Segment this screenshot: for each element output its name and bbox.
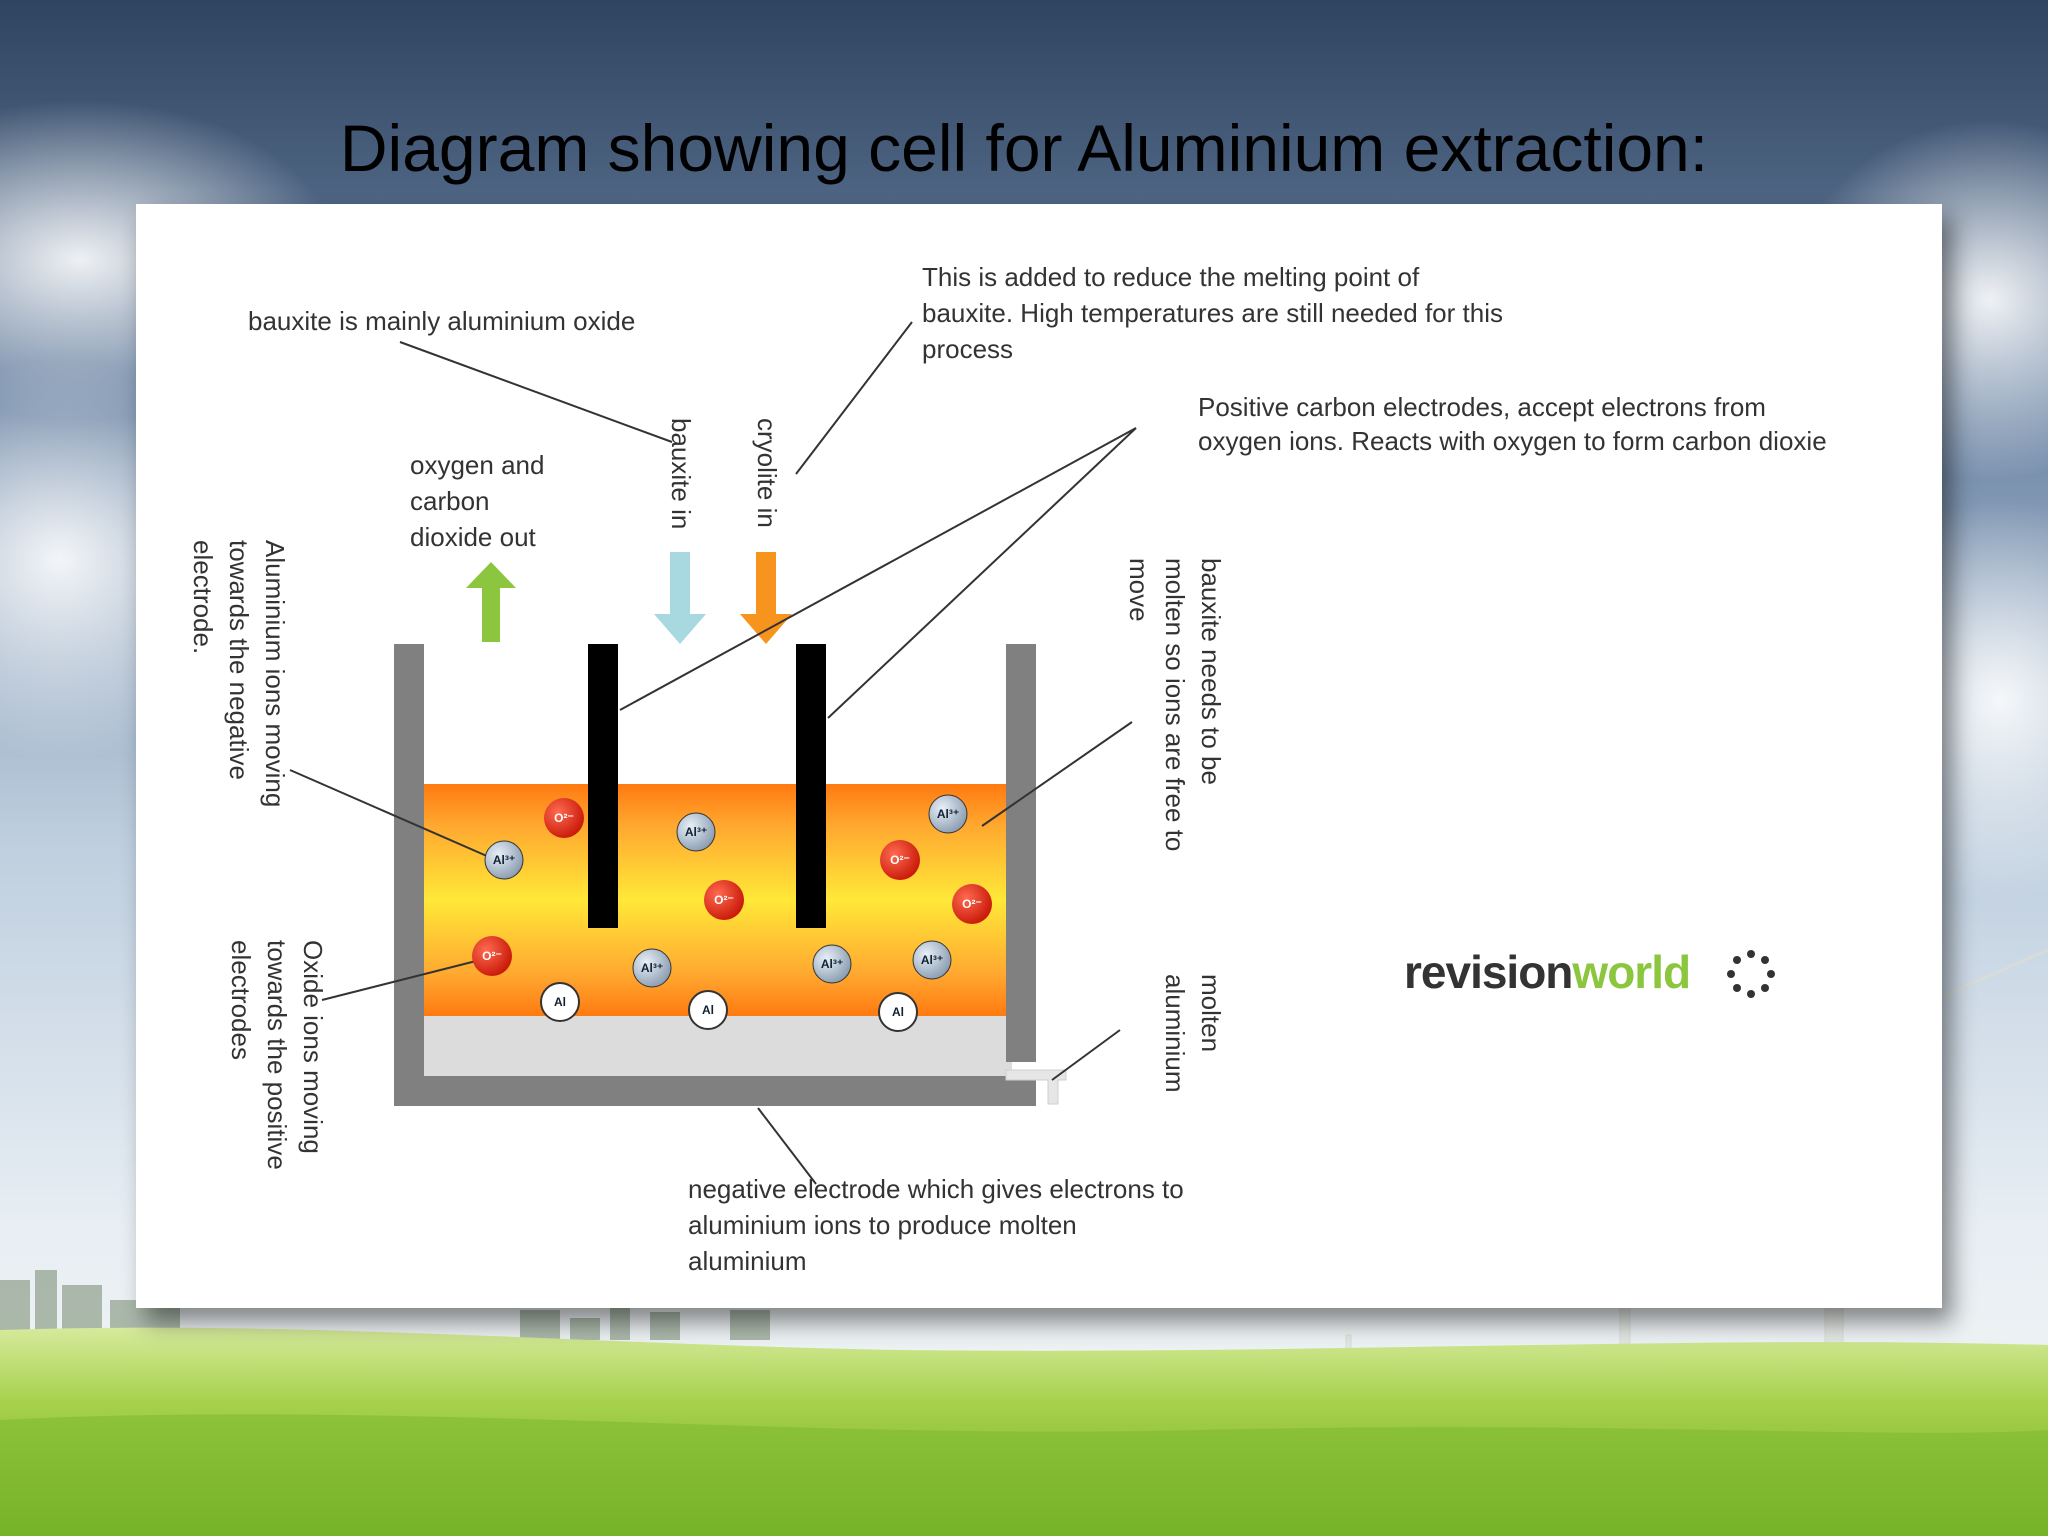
ion-al3-1: Al³⁺ — [484, 840, 524, 880]
svg-text:Al³⁺: Al³⁺ — [937, 807, 959, 821]
leader-cryolite — [795, 321, 913, 475]
diagram-panel: Al³⁺ O²⁻ Al³⁺ O²⁻ O²⁻ Al³⁺ O²⁻ O²⁻ Al³⁺ … — [136, 204, 1942, 1308]
svg-text:Al³⁺: Al³⁺ — [821, 957, 843, 971]
label-molten-3: move — [1124, 558, 1154, 622]
label-bauxite-oxide: bauxite is mainly aluminium oxide — [248, 306, 635, 336]
ion-o2-2: O²⁻ — [704, 880, 744, 920]
label-al-ions-1: Aluminium ions moving — [260, 540, 290, 807]
label-negative-3: aluminium — [688, 1246, 807, 1276]
ion-o2-3: O²⁻ — [880, 840, 920, 880]
ion-al3-4: Al³⁺ — [632, 948, 672, 988]
leader-al-ions — [289, 769, 497, 861]
label-cryolite-note-1: This is added to reduce the melting poin… — [922, 262, 1420, 292]
svg-text:Al: Al — [554, 995, 566, 1009]
gas-out-arrow — [466, 562, 516, 642]
leader-molten-aluminium — [1051, 1029, 1121, 1081]
ion-al-2: Al — [688, 990, 728, 1030]
svg-text:O²⁻: O²⁻ — [890, 853, 910, 867]
revisionworld-logo: revisionworld — [1404, 946, 1775, 998]
ion-al3-2: Al³⁺ — [676, 812, 716, 852]
label-molten-al-1: molten — [1196, 974, 1226, 1052]
svg-text:Al³⁺: Al³⁺ — [921, 953, 943, 967]
leader-bauxite-oxide — [399, 341, 673, 443]
svg-text:Al³⁺: Al³⁺ — [641, 961, 663, 975]
ion-al3-5: Al³⁺ — [812, 944, 852, 984]
svg-text:O²⁻: O²⁻ — [962, 897, 982, 911]
leader-positive-right — [827, 427, 1137, 719]
svg-text:revisionworld: revisionworld — [1404, 946, 1690, 998]
label-oxide-ions-3: electrodes — [226, 940, 256, 1060]
svg-text:O²⁻: O²⁻ — [554, 811, 574, 825]
svg-text:Al: Al — [892, 1005, 904, 1019]
label-gas-out-2: carbon — [410, 486, 490, 516]
tank-right-wall — [1006, 644, 1036, 1062]
ion-o2-1: O²⁻ — [544, 798, 584, 838]
label-gas-out-3: dioxide out — [410, 522, 537, 552]
svg-text:O²⁻: O²⁻ — [714, 893, 734, 907]
svg-text:Al³⁺: Al³⁺ — [493, 853, 515, 867]
label-bauxite-in: bauxite in — [666, 418, 696, 529]
carbon-anode-left — [588, 644, 618, 928]
label-gas-out-1: oxygen and — [410, 450, 544, 480]
leader-oxide-ions — [321, 959, 481, 1001]
ion-o2-4: O²⁻ — [952, 884, 992, 924]
label-cryolite-note-2: bauxite. High temperatures are still nee… — [922, 298, 1503, 328]
ion-al3-3: Al³⁺ — [928, 794, 968, 834]
label-positive-2: oxygen ions. Reacts with oxygen to form … — [1198, 426, 1827, 456]
label-cryolite-note-3: process — [922, 334, 1013, 364]
leader-positive-left — [619, 427, 1137, 711]
bauxite-in-arrow — [654, 552, 706, 644]
label-molten-2: molten so ions are free to — [1160, 558, 1190, 851]
tank-left-wall — [394, 644, 424, 1106]
label-oxide-ions-1: Oxide ions moving — [298, 940, 328, 1154]
svg-text:Al: Al — [702, 1003, 714, 1017]
label-molten-1: bauxite needs to be — [1196, 558, 1226, 785]
leader-molten — [981, 721, 1133, 827]
ion-al-3: Al — [878, 992, 918, 1032]
slide-title: Diagram showing cell for Aluminium extra… — [339, 111, 1709, 185]
label-al-ions-2: towards the negative — [224, 540, 254, 780]
label-negative-1: negative electrode which gives electrons… — [688, 1174, 1184, 1204]
label-cryolite-in: cryolite in — [752, 418, 782, 528]
ion-o2-5: O²⁻ — [472, 936, 512, 976]
svg-text:Al³⁺: Al³⁺ — [685, 825, 707, 839]
cryolite-in-arrow — [740, 552, 792, 644]
ion-al-1: Al — [540, 982, 580, 1022]
dotted-circle-icon — [1727, 950, 1775, 998]
tank-base-cathode — [394, 1076, 1036, 1106]
aluminium-tap — [1005, 1069, 1067, 1105]
svg-text:O²⁻: O²⁻ — [482, 949, 502, 963]
electrolysis-cell-diagram: Al³⁺ O²⁻ Al³⁺ O²⁻ O²⁻ Al³⁺ O²⁻ O²⁻ Al³⁺ … — [188, 262, 1827, 1276]
label-negative-2: aluminium ions to produce molten — [688, 1210, 1077, 1240]
leader-negative — [757, 1107, 817, 1185]
carbon-anode-right — [796, 644, 826, 928]
label-oxide-ions-2: towards the positive — [262, 940, 292, 1170]
ion-al3-6: Al³⁺ — [912, 940, 952, 980]
label-molten-al-2: aluminium — [1160, 974, 1190, 1093]
label-al-ions-3: electrode. — [188, 540, 218, 654]
label-positive-1: Positive carbon electrodes, accept elect… — [1198, 392, 1766, 422]
